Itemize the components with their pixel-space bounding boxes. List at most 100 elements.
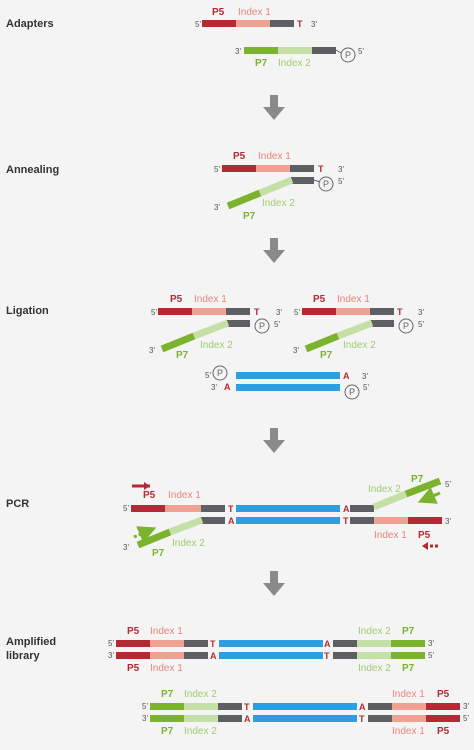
index1-label: Index 1: [168, 490, 201, 501]
t-overhang-label: T: [397, 307, 403, 317]
t-label: T: [324, 651, 330, 661]
t-label: T: [244, 702, 250, 712]
step-label-adapters: Adapters: [6, 18, 54, 30]
p7-label: P7: [161, 689, 174, 700]
p7-label: P7: [255, 58, 268, 69]
step-label-library: library: [6, 650, 41, 662]
ligation-adapter-left: P5 Index 1 5' T 3' P 5' 3' Index 2 P7: [149, 294, 282, 361]
p5-label: P5: [418, 530, 431, 541]
a-overhang-label: A: [343, 371, 350, 381]
five-prime-label: 5': [418, 320, 424, 329]
adapter-top-strand: P5 Index 1 5' T 3': [195, 7, 317, 29]
a-label: A: [228, 516, 235, 526]
phosphate-label: P: [323, 179, 329, 189]
three-prime-label: 3': [235, 47, 241, 56]
p7-label: P7: [402, 663, 415, 674]
phosphate-icon: [254, 318, 270, 334]
amplified-fragment-2: P7 Index 2 Index 1 P5 5' T A 3' 3' A T 5…: [142, 689, 469, 737]
a-overhang-label: A: [224, 382, 231, 392]
index2-label: Index 2: [200, 340, 233, 351]
index2-label: Index 2: [262, 198, 295, 209]
p5-label: P5: [127, 626, 140, 637]
three-prime-label: 3': [214, 203, 220, 212]
index1-label: Index 1: [150, 663, 183, 674]
phosphate-icon: [318, 176, 334, 192]
phosphate-label: P: [259, 321, 265, 331]
phosphate-icon: [398, 318, 414, 334]
step-label-amplified: Amplified: [6, 636, 56, 648]
step-label-pcr: PCR: [6, 498, 29, 510]
down-arrow-icon: [263, 428, 285, 453]
p5-label: P5: [437, 726, 450, 737]
index1-label: Index 1: [374, 530, 407, 541]
three-prime-label: 3': [418, 308, 424, 317]
amplified-fragment-1: P5 Index 1 Index 2 P7 5' T A 3' 3' A T 5…: [108, 626, 434, 674]
p7-label: P7: [161, 726, 174, 737]
phosphate-icon: [344, 384, 360, 400]
a-label: A: [210, 651, 217, 661]
phosphate-icon: [340, 47, 356, 63]
three-prime-label: 3': [463, 702, 469, 711]
a-label: A: [244, 714, 251, 724]
p5-label: P5: [170, 294, 183, 305]
three-prime-label: 3': [445, 517, 451, 526]
five-prime-label: 5': [205, 371, 211, 380]
three-prime-label: 3': [108, 651, 114, 660]
t-label: T: [343, 516, 349, 526]
three-prime-label: 3': [123, 543, 129, 552]
p5-label: P5: [212, 7, 225, 18]
step-label-annealing: Annealing: [6, 164, 59, 176]
three-prime-label: 3': [276, 308, 282, 317]
p5-label: P5: [143, 490, 156, 501]
index1-label: Index 1: [392, 689, 425, 700]
p5-label: P5: [233, 151, 246, 162]
p5-label: P5: [437, 689, 450, 700]
index2-label: Index 2: [278, 58, 311, 69]
index1-label: Index 1: [258, 151, 291, 162]
three-prime-label: 3': [428, 639, 434, 648]
index1-label: Index 1: [150, 626, 183, 637]
five-prime-label: 5': [214, 165, 220, 174]
primer-arrow-icon: [144, 482, 150, 490]
five-prime-label: 5': [123, 504, 129, 513]
step-label-ligation: Ligation: [6, 305, 49, 317]
five-prime-label: 5': [338, 177, 344, 186]
index1-label: Index 1: [392, 726, 425, 737]
index2-label: Index 2: [358, 626, 391, 637]
p5-label: P5: [313, 294, 326, 305]
five-prime-label: 5': [463, 714, 469, 723]
phosphate-icon: [212, 365, 228, 381]
index1-label: Index 1: [194, 294, 227, 305]
five-prime-label: 5': [445, 480, 451, 489]
phosphate-label: P: [349, 387, 355, 397]
p7-label: P7: [176, 350, 189, 361]
p5-label: P5: [127, 663, 140, 674]
ligation-adapter-right: P5 Index 1 5' T 3' P 5' 3' Index 2 P7: [293, 294, 424, 361]
phosphate-label: P: [217, 368, 223, 378]
index1-label: Index 1: [337, 294, 370, 305]
three-prime-label: 3': [338, 165, 344, 174]
three-prime-label: 3': [142, 714, 148, 723]
p7-label: P7: [402, 626, 415, 637]
a-label: A: [359, 702, 366, 712]
t-overhang-label: T: [297, 19, 303, 29]
five-prime-label: 5': [363, 383, 369, 392]
pcr-construct: P5 Index 1 5' T A Index 2 P7 5' A T 3' 3…: [123, 474, 451, 559]
p7-label: P7: [411, 474, 424, 485]
p7-label: P7: [152, 548, 165, 559]
five-prime-label: 5': [294, 308, 300, 317]
annealed-adapter: P5 Index 1 5' T 3' P 5' 3' Index 2 P7: [214, 151, 344, 222]
three-prime-label: 3': [293, 346, 299, 355]
five-prime-label: 5': [358, 47, 364, 56]
three-prime-label: 3': [311, 20, 317, 29]
three-prime-label: 3': [211, 383, 217, 392]
index2-label: Index 2: [184, 689, 217, 700]
a-label: A: [324, 639, 331, 649]
three-prime-label: 3': [362, 372, 368, 381]
p7-label: P7: [243, 211, 256, 222]
t-label: T: [228, 504, 234, 514]
five-prime-label: 5': [151, 308, 157, 317]
phosphate-label: P: [403, 321, 409, 331]
five-prime-label: 5': [142, 702, 148, 711]
